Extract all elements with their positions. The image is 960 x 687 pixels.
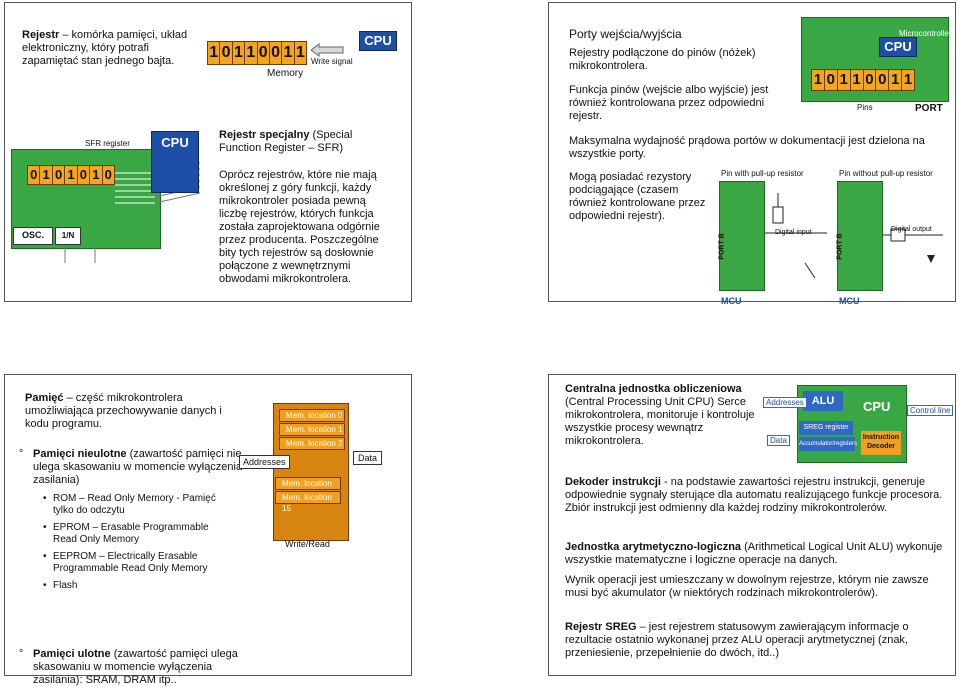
mem-location: Mem. location 0: [279, 409, 345, 422]
mem-location: Mem. location 15: [275, 491, 341, 513]
sreg-paragraph: Rejestr SREG – jest rejestrem statusowym…: [565, 621, 909, 659]
memory-label: Memory: [267, 68, 304, 79]
pull-up-mcu: MCU: [721, 296, 742, 306]
microcontroller-label: Microcontroller: [899, 29, 952, 38]
sfr-register-label: SFR register: [85, 139, 130, 148]
result-paragraph: Wynik operacji jest umieszczany w dowoln…: [565, 574, 929, 599]
ports-p3: Maksymalna wydajność prądowa portów w do…: [569, 135, 925, 160]
data-tag: Data: [767, 435, 790, 446]
cpu-label: CPU: [863, 399, 891, 414]
memory-types-list: ROM – Read Only Memory - Pamięć tylko do…: [43, 493, 228, 592]
list-item: ROM – Read Only Memory - Pamięć tylko do…: [43, 493, 228, 516]
sreg-block: SREG register: [799, 421, 853, 435]
write-read-label: Write/Read: [285, 539, 330, 549]
data-badge: Data: [353, 451, 383, 465]
mem-location: Mem. location 14: [275, 477, 341, 499]
pull-up-resistor-icon: [765, 193, 827, 279]
volatile-heading: Pamięci ulotne (zawartość pamięci ulega …: [19, 648, 243, 687]
register-definition: Rejestr – komórka pamięci, układ elektro…: [22, 29, 188, 67]
memory-definition: Pamięć – część mikrokontrolera umożliwia…: [25, 392, 222, 430]
digital-output-label: Digital output: [891, 226, 932, 233]
sfr-body: Oprócz rejestrów, które nie mają określo…: [219, 169, 380, 285]
addresses-badge: Addresses: [239, 455, 290, 469]
ports-title: Porty wejścia/wyjścia: [569, 27, 682, 41]
nonvolatile-heading: Pamięci nieulotne (zawartość pamięci nie…: [19, 448, 243, 487]
alu-block: ALU: [803, 391, 843, 411]
write-signal-arrow-icon: [311, 43, 344, 57]
control-line-tag: Control line: [907, 405, 954, 416]
list-item: Flash: [43, 580, 228, 592]
digital-input-label: Digital input: [775, 229, 812, 236]
list-item: EEPROM – Electrically Erasable Programma…: [43, 551, 228, 574]
mem-location: Mem. location 1: [279, 423, 345, 436]
cpu-definition: Centralna jednostka obliczeniowa (Centra…: [565, 383, 755, 447]
addresses-tag: Addresses: [763, 397, 807, 408]
no-pull-up-mcu: MCU: [839, 296, 860, 306]
write-signal-label: Write signal: [311, 57, 353, 66]
list-item: EPROM – Erasable Programmable Read Only …: [43, 522, 228, 545]
decoder-paragraph: Dekoder instrukcji - na podstawie zawart…: [565, 476, 943, 514]
no-pull-up-port-b: PORT B: [836, 233, 844, 260]
pull-up-board: [719, 181, 765, 291]
acc-block: Accumulator/registers: [799, 437, 857, 451]
divider-block: 1/N: [55, 227, 81, 245]
cpu-block: CPU: [359, 31, 397, 51]
slide-memory: Pamięć – część mikrokontrolera umożliwia…: [4, 374, 412, 686]
sfr-title: Rejestr specjalny (Special Function Regi…: [219, 129, 353, 154]
port-label: PORT: [915, 103, 943, 114]
port-cpu-block: CPU: [879, 37, 917, 57]
pins-label: Pins: [857, 103, 873, 112]
slide-cpu: Centralna jednostka obliczeniowa (Centra…: [548, 374, 956, 676]
output-led-icon: [883, 228, 943, 263]
slide-registers: Rejestr – komórka pamięci, układ elektro…: [4, 2, 412, 302]
no-pull-up-label: Pin without pull-up resistor: [839, 169, 933, 178]
pull-up-label: Pin with pull-up resistor: [721, 169, 804, 178]
ports-p1: Rejestry podłączone do pinów (nóżek) mik…: [569, 47, 756, 72]
ports-p4: Mogą posiadać rezystory podciągające (cz…: [569, 171, 706, 222]
osc-block: OSC.: [13, 227, 53, 245]
ports-p2: Funkcja pinów (wejście albo wyjście) jes…: [569, 84, 769, 122]
alu-paragraph: Jednostka arytmetyczno-logiczna (Arithme…: [565, 541, 943, 566]
decoder-block: Instruction Decoder: [861, 431, 901, 455]
no-pull-up-board: [837, 181, 883, 291]
sfr-cpu-block: CPU: [151, 131, 199, 193]
mem-location: Mem. location 2: [279, 437, 345, 450]
slide-io-ports: Porty wejścia/wyjścia Rejestry podłączon…: [548, 2, 956, 306]
pull-up-port-b: PORT B: [718, 233, 726, 260]
